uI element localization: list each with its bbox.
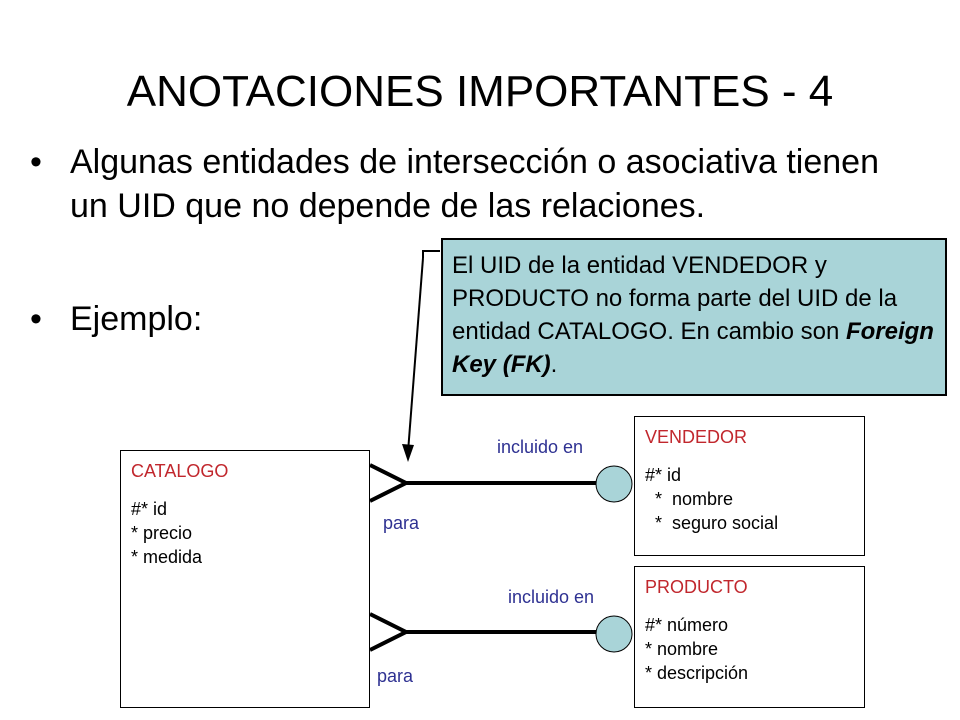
- bullet-text: Ejemplo:: [70, 300, 203, 338]
- entity-attribute: * nombre: [645, 489, 734, 509]
- relation-label-vendedor-top: incluido en: [497, 437, 584, 457]
- uid-bar-circle-producto: [595, 615, 633, 653]
- entity-attribute: * precio: [131, 523, 193, 543]
- entity-attribute: * descripción: [645, 663, 749, 683]
- page-title: ANOTACIONES IMPORTANTES - 4: [126, 67, 834, 116]
- entity-name: PRODUCTO: [645, 577, 748, 597]
- crows-foot-vendedor: [369, 463, 411, 503]
- entity-attribute: * seguro social: [645, 513, 779, 533]
- callout-arrow-line: [407, 257, 424, 453]
- callout-text-end: .: [550, 351, 558, 378]
- note-callout: El UID de la entidad VENDEDOR y PRODUCTO…: [441, 238, 947, 396]
- entity-catalogo: CATALOGO #* id * precio * medida: [120, 450, 370, 708]
- bullet-marker: •: [30, 143, 42, 181]
- entity-name: VENDEDOR: [645, 427, 748, 447]
- uid-bar-circle-vendedor: [595, 465, 633, 503]
- bullet-text: Algunas entidades de intersección o asoc…: [70, 143, 879, 225]
- callout-bracket: [422, 250, 440, 258]
- entity-attribute: * nombre: [645, 639, 719, 659]
- entity-producto: PRODUCTO #* número * nombre * descripció…: [634, 566, 865, 708]
- bullet-marker: •: [30, 300, 42, 338]
- relation-label-producto-top: incluido en: [508, 587, 595, 607]
- entity-attribute: #* número: [645, 615, 729, 635]
- crows-foot-producto: [369, 612, 411, 652]
- entity-attribute: * medida: [131, 547, 203, 567]
- callout-arrow-head: [402, 444, 414, 462]
- callout-text: El UID de la entidad VENDEDOR y PRODUCTO…: [452, 252, 898, 345]
- entity-vendedor: VENDEDOR #* id * nombre * seguro social: [634, 416, 865, 556]
- relation-label-vendedor-bottom: para: [383, 513, 420, 533]
- relation-label-producto-bottom: para: [377, 666, 414, 686]
- entity-name: CATALOGO: [131, 461, 229, 481]
- entity-attribute: #* id: [131, 499, 168, 519]
- entity-attribute: #* id: [645, 465, 682, 485]
- callout-emphasis: Foreign Key (FK): [452, 318, 934, 378]
